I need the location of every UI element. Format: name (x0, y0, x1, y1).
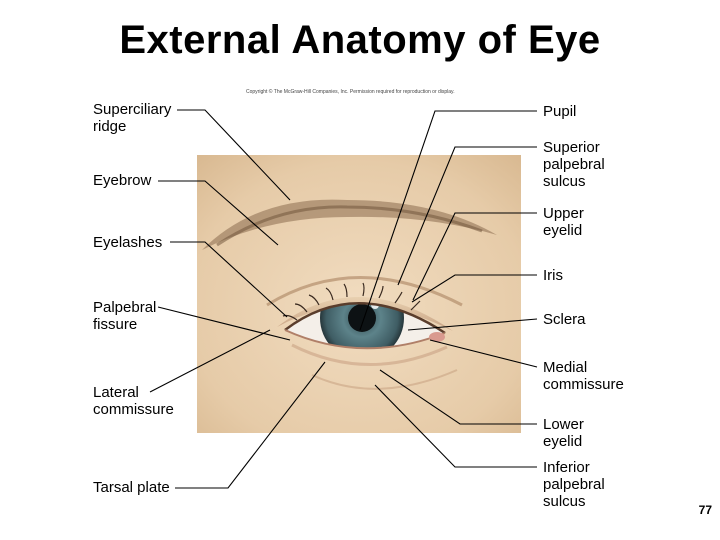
eye-photo (197, 155, 521, 433)
label-superciliary-ridge: Superciliary ridge (93, 101, 172, 135)
label-eyelashes: Eyelashes (93, 234, 163, 251)
label-tarsal-plate: Tarsal plate (93, 479, 170, 496)
label-superior-palpebral-sulcus: Superior palpebral sulcus (543, 139, 605, 190)
label-palpebral-fissure: Palpebral fissure (93, 299, 157, 333)
label-lower-eyelid: Lower eyelid (543, 416, 584, 450)
page-number: 77 (698, 503, 712, 517)
label-eyebrow: Eyebrow (93, 172, 152, 189)
label-lateral-commissure: Lateral commissure (93, 384, 174, 418)
label-upper-eyelid: Upper eyelid (543, 205, 584, 239)
copyright-notice: Copyright © The McGraw-Hill Companies, I… (246, 89, 455, 95)
label-medial-commissure: Medial commissure (543, 359, 624, 393)
label-iris: Iris (543, 267, 563, 284)
page-title: External Anatomy of Eye (119, 18, 601, 62)
label-sclera: Sclera (543, 311, 586, 328)
label-pupil: Pupil (543, 103, 577, 120)
label-inferior-palpebral-sulcus: Inferior palpebral sulcus (543, 459, 605, 510)
